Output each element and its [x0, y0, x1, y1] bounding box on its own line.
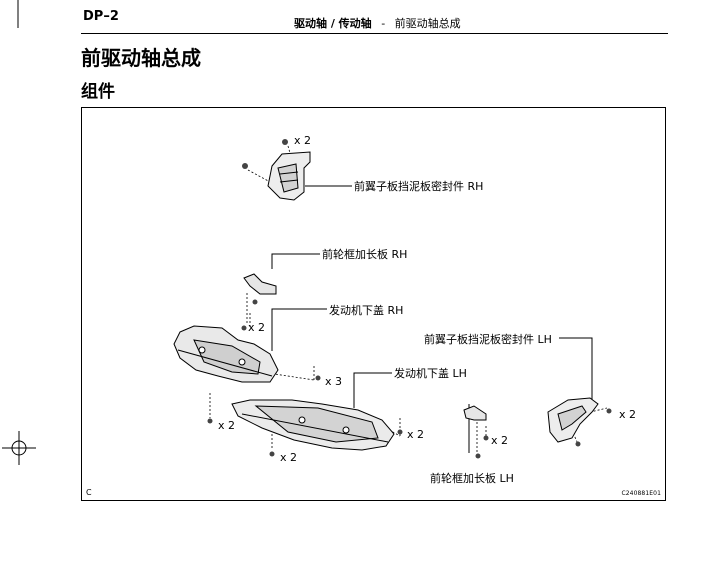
figure-code: C240881E01 [621, 490, 661, 497]
qty-clip-lh-seal: x 2 [619, 408, 637, 421]
engine-under-cover-rh-part [173, 325, 279, 383]
running-header: 驱动轴 / 传动轴 - 前驱动轴总成 [294, 15, 461, 31]
label-engine-cover-lh: 发动机下盖 LH [394, 367, 467, 380]
registration-mark-icon [2, 431, 36, 469]
running-header-subject: 前驱动轴总成 [394, 17, 461, 30]
qty-clip-top: x 2 [294, 134, 312, 147]
page-code: DP–2 [83, 9, 119, 24]
qty-bolt-lh-cover: x 2 [407, 428, 425, 441]
qty-bolt-bottom: x 2 [280, 451, 298, 464]
figure-corner-letter: C [86, 488, 92, 497]
crop-mark-top [17, 0, 21, 32]
running-header-section: 驱动轴 / 传动轴 [294, 17, 372, 30]
section-title: 组件 [81, 82, 115, 102]
running-header-separator: - [381, 17, 386, 30]
components-figure: 前翼子板挡泥板密封件 RH 前轮框加长板 RH 发动机下盖 RH 前翼子板挡泥板… [81, 107, 666, 501]
qty-bolt-lh-brace: x 2 [491, 434, 509, 447]
label-wheel-brace-rh: 前轮框加长板 RH [322, 248, 408, 261]
qty-bolt-center: x 3 [325, 375, 343, 388]
qty-bolt-left: x 2 [218, 419, 236, 432]
wheel-brace-lh-part [463, 405, 487, 421]
page-title: 前驱动轴总成 [81, 46, 201, 70]
wheel-brace-rh-part [243, 273, 277, 295]
engine-under-cover-lh-part [231, 399, 395, 451]
label-fender-seal-lh: 前翼子板挡泥板密封件 LH [424, 333, 552, 346]
exploded-parts-drawing [173, 139, 612, 459]
label-wheel-brace-lh: 前轮框加长板 LH [430, 472, 514, 485]
header-rule [81, 33, 668, 34]
fender-seal-rh-part [267, 151, 311, 201]
label-engine-cover-rh: 发动机下盖 RH [329, 304, 404, 317]
fender-seal-lh-part [547, 397, 599, 443]
label-fender-seal-rh: 前翼子板挡泥板密封件 RH [354, 180, 484, 193]
qty-bolt-rh-brace: x 2 [248, 321, 266, 334]
